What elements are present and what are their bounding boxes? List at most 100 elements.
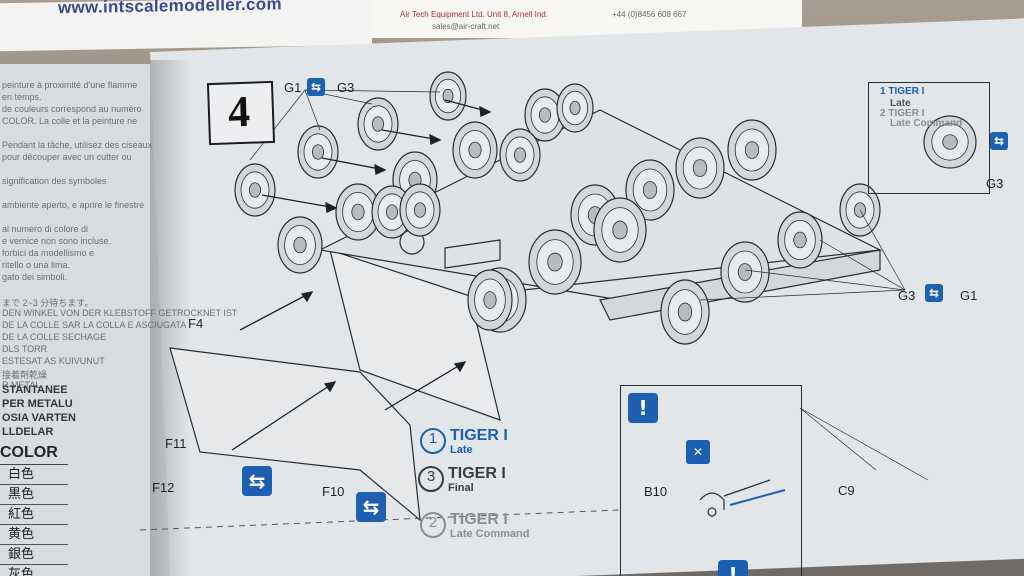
color-table: 白色黒色紅色黄色銀色灰色 (0, 464, 68, 576)
arrow-head (325, 201, 338, 213)
label-g3-right: G3 (898, 288, 916, 303)
road-wheel-hub (468, 141, 482, 159)
cement-symbol-icon: ⇆ (356, 492, 386, 522)
left-page-line: pour découper avec un cutter ou (2, 152, 132, 162)
left-page-line: peinture à proximité d'une flamme (2, 80, 138, 90)
divider-dashed-line (139, 509, 621, 531)
road-wheel-hub (793, 231, 807, 249)
road-wheel-hub (547, 252, 563, 272)
no-glue-icon: ✕ (686, 440, 710, 464)
color-table-row: 銀色 (0, 545, 68, 565)
left-page-line: ambiente aperto, e aprire le finestre (2, 200, 145, 210)
road-wheel-hub (737, 263, 753, 281)
road-wheel-hub (569, 100, 581, 116)
arrow-line (384, 361, 466, 411)
road-wheel-group (234, 71, 977, 345)
label-g1-top: G1 (284, 80, 302, 95)
road-wheel-hub (692, 159, 708, 177)
left-page-line: gato dei simboli. (2, 272, 68, 282)
color-table-row: 紅色 (0, 505, 68, 525)
corner-version-1-sub: Late (890, 98, 911, 109)
label-f11: F11 (165, 436, 187, 451)
left-page-line: al numero di colore di (2, 224, 89, 234)
left-page-line: 接着剤乾燥 (2, 370, 48, 380)
label-f4: F4 (188, 316, 204, 331)
left-page-line: DLS TORR (2, 344, 48, 354)
left-page-line: DEN WINKEL VON DER KLEBSTOFF GETROCKNET … (2, 308, 238, 318)
color-table-heading: COLOR (0, 444, 58, 461)
label-g1-right: G1 (960, 288, 978, 303)
attention-icon: ! (718, 560, 748, 576)
color-table-row: 黄色 (0, 525, 68, 545)
road-wheel-hub (642, 181, 658, 199)
road-wheel-hub (371, 116, 384, 132)
detail-inset-b10 (620, 385, 802, 576)
arrow-head (300, 291, 314, 303)
road-wheel-hub (248, 182, 261, 198)
left-page-line: de couleurs correspond au numéro (2, 104, 142, 114)
road-wheel-hub (351, 203, 365, 221)
b10-shackle (699, 479, 786, 517)
road-wheel-hub (311, 144, 324, 160)
arrow-head (453, 361, 467, 373)
corner-version-2-sub: Late Command (890, 118, 963, 129)
left-page-bold-line: STANTANEE (2, 384, 68, 396)
left-page-line: COLOR. La colle et la peinture ne (2, 116, 138, 126)
road-wheel-hub (385, 204, 398, 220)
road-wheel-hub (413, 202, 426, 218)
left-page-line: e vernice non sono incluse. (2, 236, 112, 246)
corner-version-1: 1 TIGER I (880, 86, 925, 97)
road-wheel-hub (442, 88, 454, 104)
arrow-head (429, 133, 442, 145)
label-b10: B10 (644, 484, 668, 499)
label-g3-top: G3 (337, 80, 355, 95)
left-page-bold-line: PER METALU (2, 398, 73, 410)
attention-icon: ! (628, 393, 658, 423)
road-wheel-hub (539, 107, 552, 123)
left-page-line: en temps. (2, 92, 42, 102)
assembly-arrows (231, 99, 492, 451)
arrow-line (231, 381, 336, 451)
road-wheel-hub (293, 236, 307, 254)
arrow-head (374, 163, 387, 175)
step-number-box: 4 (206, 80, 276, 146)
hull-hatch (444, 239, 501, 269)
leader-lines (249, 89, 929, 481)
label-f10: F10 (322, 484, 345, 499)
card-line-3: sales@air-craft.net (432, 22, 500, 31)
color-table-row: 白色 (0, 465, 68, 485)
left-page-line: R METAL (2, 380, 41, 390)
label-g3-corner: G3 (986, 176, 1004, 191)
arrow-head (323, 381, 337, 393)
card-line-2: +44 (0)8456 608 667 (612, 10, 687, 19)
road-wheel-hub (942, 134, 958, 150)
left-page-line: ESTESAT AS KUIVUNUT (2, 356, 105, 366)
page-fold-shadow (150, 60, 190, 576)
label-f12: F12 (152, 480, 175, 495)
road-wheel-hub (514, 147, 527, 163)
road-wheel-hub (677, 302, 693, 322)
cement-symbol-icon: ⇆ (242, 466, 272, 496)
left-page-line: signification des symboles (2, 176, 107, 186)
arrow-line (321, 157, 386, 171)
left-page-line: Pendant la tâche, utilisez des ciseaux (2, 140, 153, 150)
hull-side-plate (329, 249, 501, 421)
step-number: 4 (227, 86, 251, 137)
left-page-bold-line: LLDELAR (2, 426, 54, 438)
arrow-line (261, 194, 337, 209)
arrow-line (239, 291, 313, 331)
color-table-row: 黒色 (0, 485, 68, 505)
road-wheel-hub (612, 220, 628, 240)
left-page-line: DE LA COLLE SAR LA COLLA E ASCIUGATA (2, 320, 187, 330)
color-table-row: 灰色 (0, 565, 68, 576)
arrow-head (479, 105, 492, 117)
road-wheel-hub (483, 291, 497, 309)
left-page-bold-line: OSIA VARTEN (2, 412, 76, 424)
detail-inset-corner (868, 82, 990, 194)
left-page-line: forbici da modellismo e (2, 248, 95, 258)
